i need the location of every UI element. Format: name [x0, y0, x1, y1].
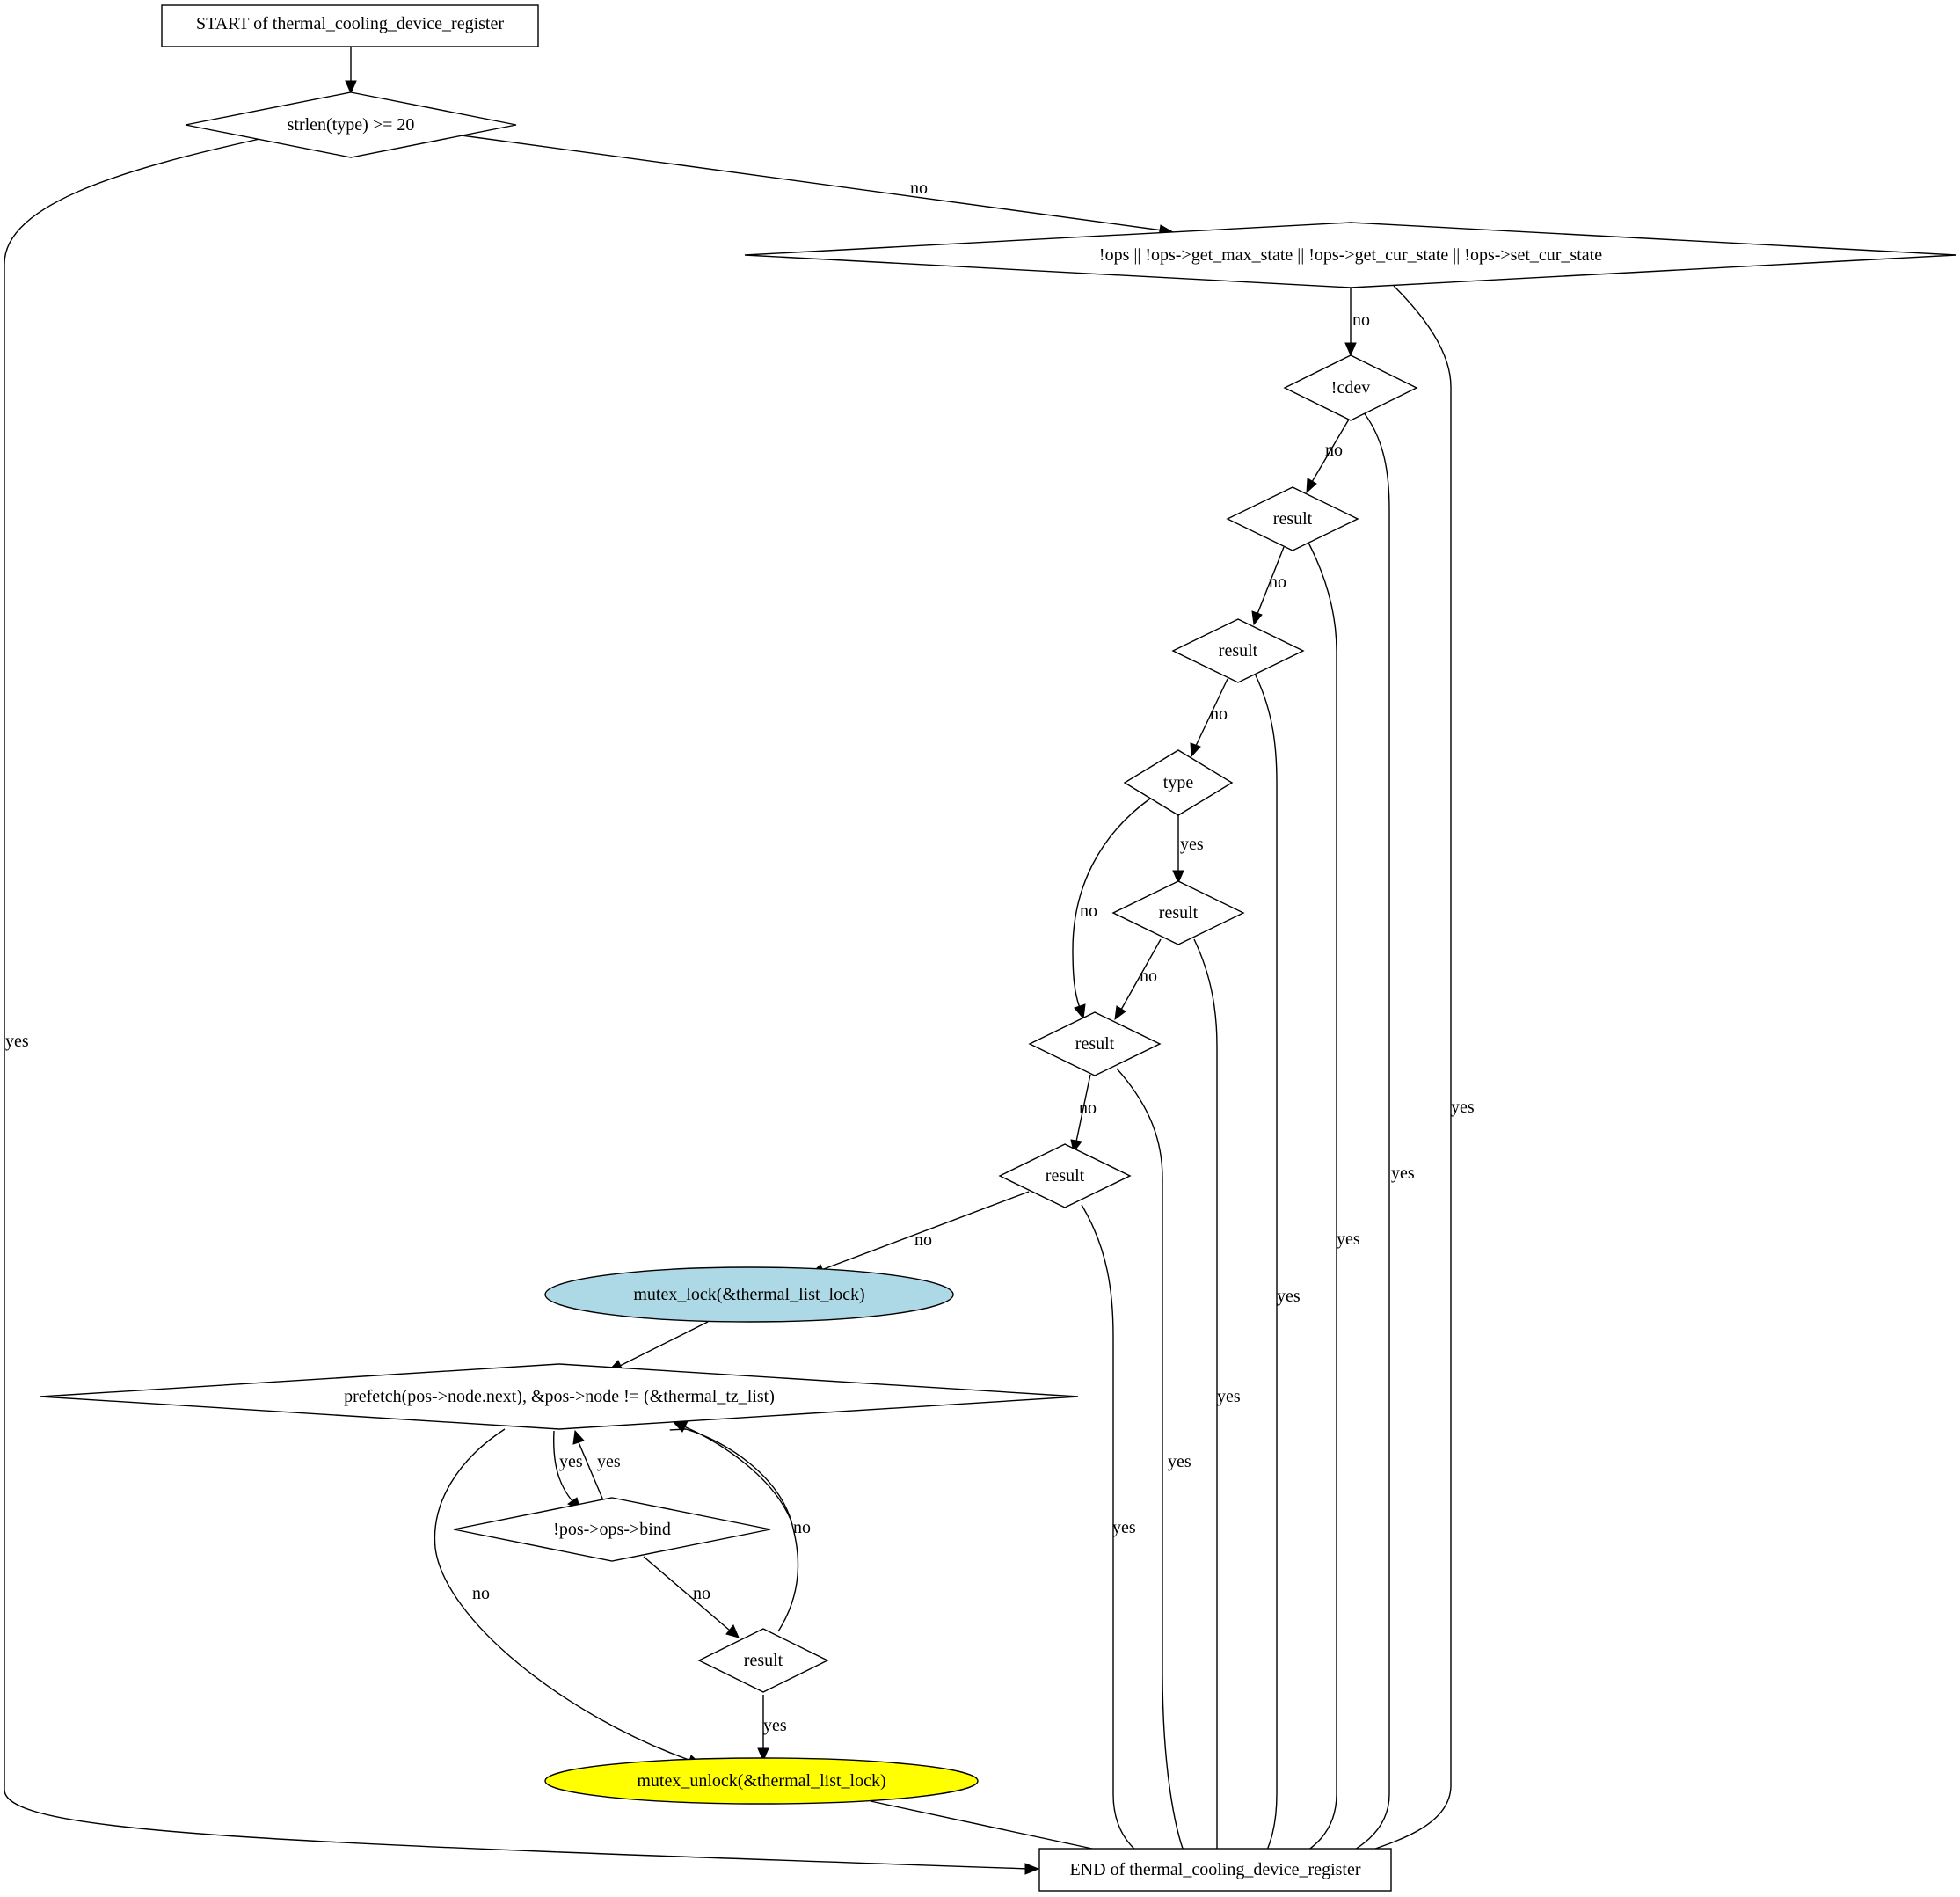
edge-strlen-to-end-yes: yes: [4, 137, 1040, 1875]
edge-cdev-to-result1-no: no: [1306, 412, 1353, 494]
edge-result5-to-end-yes: yes: [1081, 1204, 1160, 1867]
mutex-unlock-node-label: mutex_unlock(&thermal_list_lock): [637, 1771, 885, 1791]
decision-result-5-label: result: [1046, 1166, 1085, 1186]
edge-start-to-strlen: [345, 47, 357, 95]
edge-result1-to-result2-no: no: [1251, 546, 1286, 626]
edge-ops-to-end-yes: yes: [1328, 285, 1475, 1867]
decision-result-1[interactable]: result: [1226, 486, 1359, 551]
edge-label-yes: yes: [1337, 1229, 1360, 1249]
decision-result-3-label: result: [1159, 903, 1199, 923]
edge-label-no: no: [1269, 573, 1286, 592]
decision-bind[interactable]: !pos->ops->bind: [453, 1497, 771, 1562]
decision-loop[interactable]: prefetch(pos->node.next), &pos->node != …: [40, 1363, 1079, 1430]
mutex-lock-node-label: mutex_lock(&thermal_list_lock): [633, 1285, 864, 1304]
edge-label-no: no: [1352, 310, 1370, 330]
decision-loop-label: prefetch(pos->node.next), &pos->node != …: [344, 1387, 775, 1406]
decision-cdev[interactable]: !cdev: [1283, 354, 1418, 421]
edge-label-yes: yes: [559, 1452, 583, 1471]
edge-result2-to-type-no: no: [1190, 678, 1228, 758]
edge-label-no: no: [1080, 901, 1097, 921]
edge-label-no: no: [693, 1584, 710, 1603]
decision-result-2[interactable]: result: [1171, 618, 1305, 683]
edge-bind-to-loop-yes: yes: [572, 1429, 621, 1501]
edge-label-no: no: [910, 179, 928, 198]
start-node-label: START of thermal_cooling_device_register: [196, 14, 504, 33]
decision-result-3[interactable]: result: [1111, 880, 1245, 945]
edge-strlen-to-ops-no: no: [448, 133, 1175, 237]
edge-label-no: no: [914, 1230, 932, 1250]
end-node-label: END of thermal_cooling_device_register: [1070, 1860, 1361, 1879]
decision-result-2-label: result: [1219, 641, 1258, 660]
edge-label-yes: yes: [1168, 1452, 1191, 1471]
edge-label-no: no: [1210, 704, 1228, 724]
end-node[interactable]: END of thermal_cooling_device_register: [1038, 1848, 1392, 1892]
decision-result-6-label: result: [744, 1651, 783, 1670]
edge-result6-to-mutex-unlock-yes: yes: [757, 1695, 787, 1762]
decision-result-1-label: result: [1273, 509, 1313, 529]
edge-label-no: no: [1325, 441, 1343, 460]
edge-result3-to-result4-no: no: [1114, 938, 1162, 1021]
edge-ops-to-cdev-no: no: [1344, 288, 1370, 357]
edge-type-to-result3-yes: yes: [1172, 814, 1204, 885]
decision-strlen-label: strlen(type) >= 20: [288, 115, 415, 135]
decision-strlen[interactable]: strlen(type) >= 20: [185, 91, 517, 158]
decision-cdev-label: !cdev: [1331, 378, 1370, 398]
start-node[interactable]: START of thermal_cooling_device_register: [161, 4, 539, 47]
edge-label-yes: yes: [1391, 1164, 1415, 1183]
edge-result6-to-loop-no: no: [669, 1420, 811, 1632]
edge-label-yes: yes: [763, 1716, 787, 1735]
edge-label-no: no: [793, 1518, 811, 1537]
edge-result2-to-end-yes: yes: [1255, 675, 1301, 1870]
decision-bind-label: !pos->ops->bind: [553, 1520, 671, 1539]
edge-result1-to-end-yes: yes: [1275, 542, 1360, 1867]
edges: yes no no yes no yes: [4, 47, 1475, 1875]
decision-result-4-label: result: [1075, 1034, 1115, 1054]
edge-loop-to-mutex-unlock-no: no: [434, 1428, 703, 1768]
edge-loop-to-bind-yes: yes: [552, 1430, 583, 1511]
edge-label-no: no: [1140, 967, 1157, 986]
decision-result-5[interactable]: result: [998, 1143, 1132, 1208]
edge-label-no: no: [472, 1584, 490, 1603]
edge-label-yes: yes: [1217, 1387, 1241, 1406]
edge-label-yes: yes: [1277, 1287, 1301, 1306]
decision-result-4[interactable]: result: [1028, 1011, 1162, 1076]
edge-result5-to-mutex-lock-no: no: [809, 1191, 1030, 1276]
edge-label-yes: yes: [5, 1032, 29, 1051]
edge-cdev-to-end-yes: yes: [1319, 411, 1415, 1867]
decision-ops-label: !ops || !ops->get_max_state || !ops->get…: [1099, 245, 1602, 265]
edge-label-yes: yes: [1180, 835, 1204, 854]
edge-label-yes: yes: [597, 1452, 621, 1471]
edge-result4-to-result5-no: no: [1070, 1074, 1097, 1154]
mutex-unlock-node[interactable]: mutex_unlock(&thermal_list_lock): [544, 1757, 979, 1805]
decision-type[interactable]: type: [1123, 749, 1234, 816]
edge-bind-to-result6-no: no: [643, 1556, 740, 1638]
edge-result4-to-end-yes: yes: [1116, 1068, 1191, 1868]
mutex-lock-node[interactable]: mutex_lock(&thermal_list_lock): [544, 1266, 954, 1323]
edge-result3-to-end-yes: yes: [1193, 938, 1241, 1866]
decision-ops[interactable]: !ops || !ops->get_max_state || !ops->get…: [744, 222, 1957, 288]
decision-result-6[interactable]: result: [697, 1628, 829, 1693]
nodes: START of thermal_cooling_device_register…: [40, 4, 1957, 1892]
edge-type-to-result4-no: no: [1072, 798, 1151, 1020]
edge-label-yes: yes: [1112, 1518, 1136, 1537]
decision-type-label: type: [1163, 773, 1194, 792]
edge-label-yes: yes: [1451, 1098, 1475, 1117]
edge-mutex-lock-to-loop: [607, 1321, 709, 1372]
edge-label-no: no: [1079, 1098, 1097, 1118]
